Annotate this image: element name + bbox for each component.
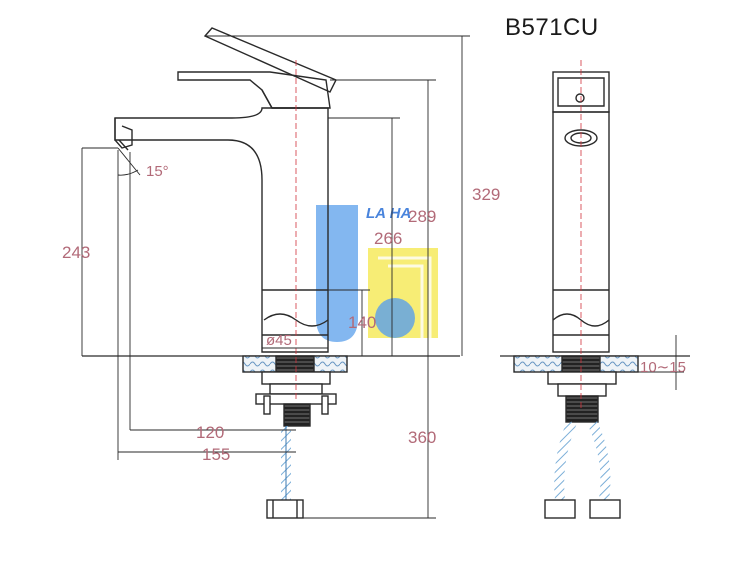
dim-spout-height: 266: [374, 229, 402, 248]
handle-body: [177, 71, 331, 109]
dim-counter-thickness: 10∼15: [640, 359, 686, 376]
spout-tip: [114, 118, 133, 149]
dim-spout-reach-inner: 120: [196, 423, 224, 442]
dim-base-height: 140: [348, 313, 376, 332]
side-elevation: [500, 60, 690, 519]
hose-connector: [266, 499, 304, 519]
watermark-logo: LA HA: [316, 205, 438, 342]
dim-outlet-height: 243: [62, 243, 90, 262]
dim-lever-height: 289: [408, 207, 436, 226]
dim-hose-length: 360: [408, 428, 436, 447]
dim-tilt-angle: 15°: [146, 163, 169, 180]
model-number-title: B571CU: [505, 14, 599, 41]
lever-handle: [203, 27, 337, 93]
faucet-body: [114, 107, 329, 353]
dim-base-diameter: ø45: [266, 332, 292, 349]
front-elevation: [82, 27, 460, 519]
front-dimension-lines: [81, 35, 470, 519]
dim-spout-reach-outer: 155: [202, 445, 230, 464]
watermark-text: LA HA: [366, 205, 411, 222]
side-dimension-lines: [638, 335, 684, 390]
dim-total-height: 329: [472, 185, 500, 204]
